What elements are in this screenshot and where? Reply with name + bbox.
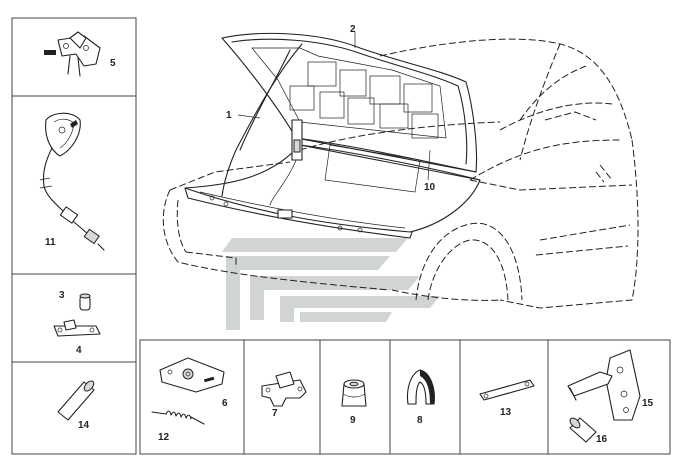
- trunk-opening: [184, 144, 481, 239]
- leader-10: [427, 149, 431, 181]
- frame-part-6-12: [139, 339, 245, 455]
- leader-1: [237, 114, 261, 119]
- label-7: 7: [272, 408, 278, 419]
- part-6-latch: [159, 357, 225, 393]
- part-9-bumper: [341, 379, 367, 407]
- label-3: 3: [59, 290, 65, 301]
- label-2: 2: [350, 24, 356, 35]
- frame-part-5: [11, 17, 137, 97]
- part-15-hinge-bracket: [567, 349, 641, 421]
- torsion-bar: [221, 43, 303, 197]
- label-10: 10: [424, 182, 436, 193]
- part-12-spring: [151, 410, 205, 425]
- frame-part-13: [459, 339, 549, 455]
- part-14-sleeve: [57, 380, 95, 421]
- trunk-lid: [221, 32, 478, 173]
- label-8: 8: [417, 415, 423, 426]
- part-7-clip: [261, 371, 307, 407]
- frame-part-8: [389, 339, 461, 455]
- label-5: 5: [110, 58, 116, 69]
- label-13: 13: [500, 407, 512, 418]
- part-number-labels: 1 2 3 4 5 6 7 8 9 10 11 12 13 14 15 16: [45, 24, 654, 445]
- part-4-plate: [53, 319, 101, 337]
- label-4: 4: [76, 345, 82, 356]
- frame-part-15-16: [547, 339, 671, 455]
- label-1: 1: [226, 110, 232, 121]
- part-16-sleeve: [569, 417, 597, 443]
- part-13-strap: [479, 379, 535, 401]
- label-15: 15: [642, 398, 654, 409]
- part-5-hinge: [44, 31, 101, 77]
- part-11-lock-cable: [39, 112, 105, 251]
- part-8-buffer: [406, 369, 435, 405]
- label-11: 11: [45, 237, 56, 248]
- frame-part-3-4: [11, 273, 137, 363]
- label-6: 6: [222, 398, 228, 409]
- panel-frames: [11, 17, 671, 455]
- watermark-logo: [222, 238, 440, 330]
- label-9: 9: [350, 415, 356, 426]
- lock-mount: [277, 209, 293, 219]
- part-3-bushing: [79, 293, 91, 311]
- car-body-outline: [162, 38, 639, 309]
- frame-part-14: [11, 361, 137, 455]
- label-14: 14: [78, 420, 90, 431]
- label-16: 16: [596, 434, 608, 445]
- label-12: 12: [158, 432, 170, 443]
